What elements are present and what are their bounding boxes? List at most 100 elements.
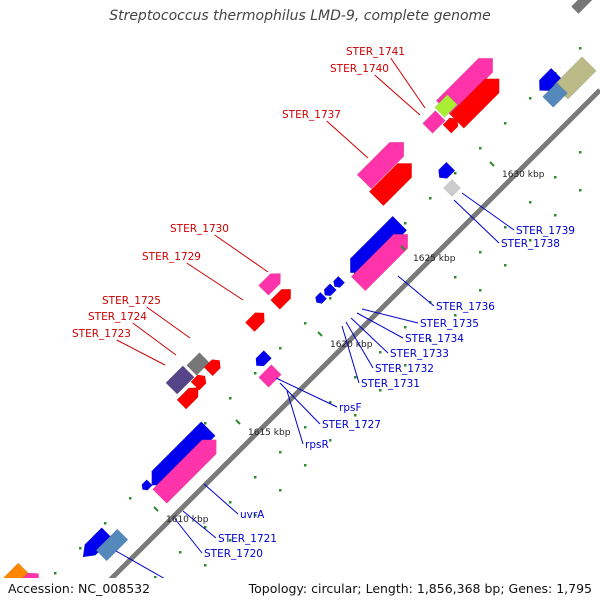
tick-mark — [204, 564, 207, 567]
tick-mark — [279, 489, 282, 492]
tick-mark — [329, 297, 332, 300]
gene-feature — [203, 359, 221, 377]
tick-mark — [404, 326, 407, 329]
tick-mark — [354, 376, 357, 379]
label-leader-line — [116, 339, 166, 366]
gene-feature — [186, 352, 210, 376]
gene-feature — [323, 283, 337, 297]
gene-feature — [539, 67, 563, 91]
tick-mark — [179, 551, 182, 554]
kbp-label: 1610 kbp — [166, 515, 209, 525]
label-leader-line — [461, 192, 515, 231]
tick-mark — [154, 576, 157, 579]
gene-feature — [270, 288, 292, 310]
accession-text: Accession: NC_008532 — [8, 581, 151, 596]
reverse-gene-label: rpsR — [305, 439, 329, 451]
label-leader-line — [341, 325, 360, 384]
tick-mark — [229, 539, 232, 542]
gene-feature — [443, 179, 461, 197]
gene-feature — [165, 365, 195, 395]
reverse-gene-label: STER_1739 — [516, 225, 575, 237]
tick-mark — [404, 222, 407, 225]
tick-mark — [579, 189, 582, 192]
forward-gene-label: STER_1723 — [72, 328, 131, 340]
label-leader-line — [146, 306, 191, 339]
tick-mark — [579, 47, 582, 50]
gene-feature — [244, 312, 265, 333]
gene-feature — [442, 117, 459, 134]
forward-gene-label: STER_1740 — [330, 63, 389, 75]
reverse-gene-label: STER_1720 — [204, 548, 263, 560]
reverse-gene-label: STER_1733 — [390, 348, 449, 360]
label-leader-line — [214, 234, 269, 273]
forward-gene-label: STER_1724 — [88, 311, 147, 323]
kbp-label: 1620 kbp — [330, 340, 373, 350]
kbp-tick — [489, 161, 495, 167]
tick-mark — [579, 151, 582, 154]
tick-mark — [529, 97, 532, 100]
label-leader-line — [279, 382, 321, 425]
tick-mark — [529, 239, 532, 242]
reverse-gene-label: STER_1731 — [361, 378, 420, 390]
gene-feature — [542, 82, 568, 108]
label-leader-line — [132, 322, 177, 356]
reverse-gene-label: STER_1721 — [218, 533, 277, 545]
label-leader-line — [345, 321, 374, 369]
tick-mark — [329, 439, 332, 442]
gene-feature — [315, 291, 328, 304]
kbp-tick — [235, 419, 241, 425]
tick-mark — [479, 251, 482, 254]
reverse-gene-label: STER_1736 — [436, 301, 495, 313]
reverse-gene-label: uvrA — [240, 509, 265, 521]
reverse-gene-label: STER_1738 — [501, 238, 560, 250]
tick-mark — [229, 397, 232, 400]
tick-mark — [479, 147, 482, 150]
label-leader-line — [397, 275, 435, 307]
gene-feature — [438, 161, 456, 179]
tick-mark — [304, 426, 307, 429]
reverse-gene-label: STER_1732 — [375, 363, 434, 375]
gene-feature — [255, 350, 272, 367]
label-leader-line — [361, 308, 419, 324]
tick-mark — [354, 414, 357, 417]
tick-mark — [129, 497, 132, 500]
tick-mark — [304, 322, 307, 325]
tick-mark — [504, 226, 507, 229]
reverse-gene-label: rpsF — [339, 402, 362, 414]
kbp-label: 1630 kbp — [502, 170, 545, 180]
tick-mark — [554, 214, 557, 217]
tick-mark — [279, 451, 282, 454]
gene-feature — [152, 439, 217, 504]
label-leader-line — [326, 120, 369, 159]
tick-mark — [254, 514, 257, 517]
tick-mark — [454, 276, 457, 279]
gene-feature — [422, 110, 446, 134]
tick-mark — [204, 526, 207, 529]
kbp-tick — [153, 506, 159, 512]
tick-mark — [529, 201, 532, 204]
tick-mark — [104, 522, 107, 525]
gene-feature — [190, 374, 207, 391]
tick-mark — [254, 476, 257, 479]
map-title: Streptococcus thermophilus LMD-9, comple… — [109, 8, 491, 24]
tick-mark — [54, 572, 57, 575]
gene-feature — [350, 234, 408, 292]
gene-feature — [258, 364, 282, 388]
forward-gene-label: STER_1729 — [142, 251, 201, 263]
tick-mark — [379, 351, 382, 354]
gene-feature — [449, 78, 500, 129]
label-leader-line — [182, 510, 217, 539]
label-leader-line — [286, 390, 304, 445]
tick-mark — [204, 422, 207, 425]
tick-mark — [554, 176, 557, 179]
gene-feature — [434, 94, 458, 118]
tick-mark — [504, 122, 507, 125]
gene-feature — [356, 141, 405, 190]
forward-gene-label: STER_1730 — [170, 223, 229, 235]
label-leader-line — [275, 377, 338, 408]
genome-backbone — [88, 88, 600, 600]
tick-mark — [479, 289, 482, 292]
gene-feature — [571, 0, 593, 14]
label-leader-line — [186, 262, 244, 301]
